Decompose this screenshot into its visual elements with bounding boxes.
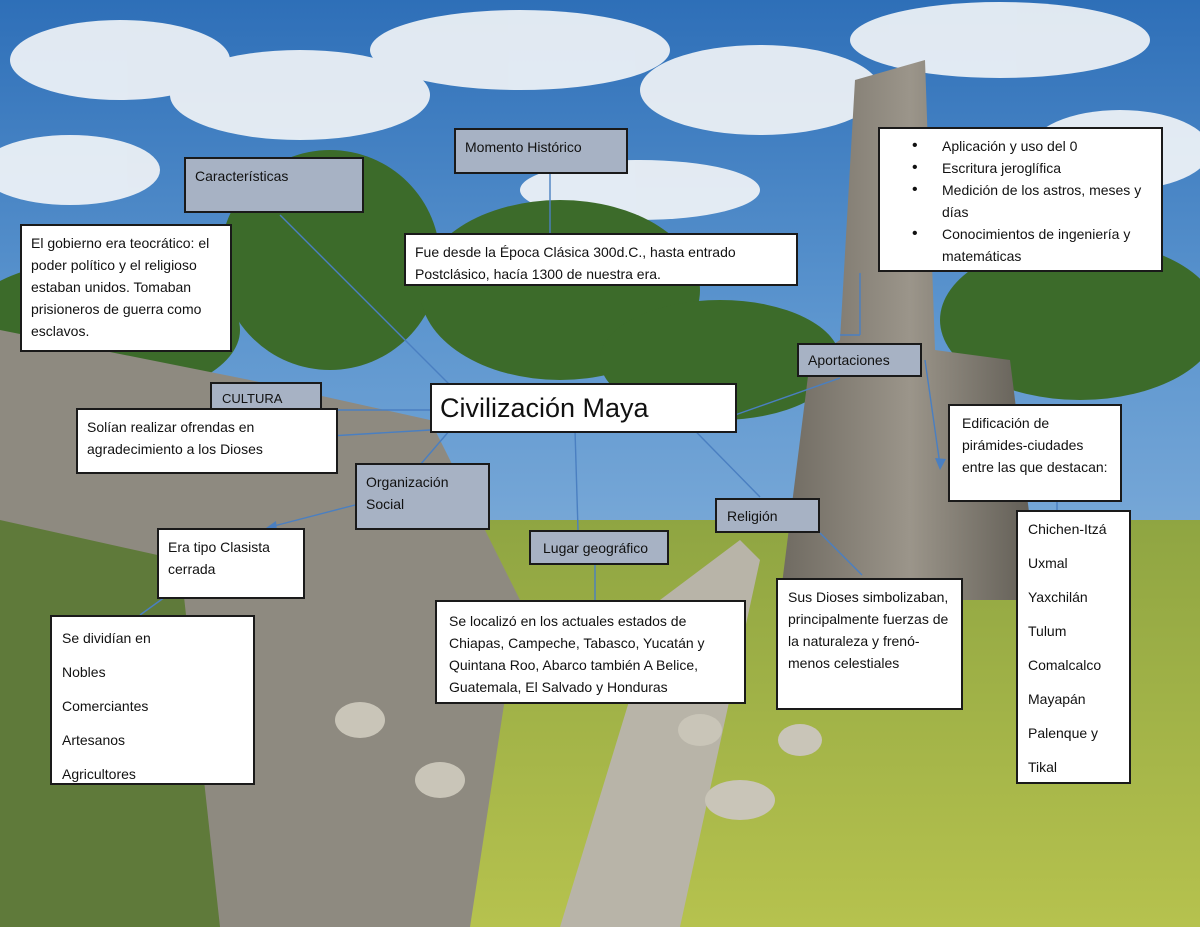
main-title: Civilización Maya <box>440 393 649 423</box>
main-title-box: Civilización Maya <box>430 383 737 433</box>
text-gobierno-content: El gobierno era teocrático: el poder pol… <box>31 235 210 339</box>
header-organizacion-label: Organización Social <box>366 474 449 512</box>
ciudades-list-box: Chichen-Itzá Uxmal Yaxchilán Tulum Comal… <box>1016 510 1131 784</box>
text-gobierno: El gobierno era teocrático: el poder pol… <box>20 224 232 352</box>
list-item: Se dividían en <box>62 630 151 646</box>
list-item: Nobles <box>62 664 106 680</box>
aportaciones-list-box: Aplicación y uso del 0 Escritura jeroglí… <box>878 127 1163 272</box>
list-item: Tikal <box>1028 759 1058 775</box>
text-clasista-content: Era tipo Clasista cerrada <box>168 539 270 577</box>
text-momento: Fue desde la Época Clásica 300d.C., hast… <box>404 233 798 286</box>
text-ofrendas-content: Solían realizar ofrendas en agradecimien… <box>87 419 263 457</box>
header-momento-historico: Momento Histórico <box>454 128 628 174</box>
header-caracteristicas-label: Características <box>195 168 289 184</box>
list-item: Comerciantes <box>62 698 149 714</box>
clases-list: Se dividían en Nobles Comerciantes Artes… <box>52 617 253 795</box>
clases-list-box: Se dividían en Nobles Comerciantes Artes… <box>50 615 255 785</box>
aportaciones-list: Aplicación y uso del 0 Escritura jeroglí… <box>880 129 1161 271</box>
text-edificacion: Edificación de pirámides-ciudades entre … <box>948 404 1122 502</box>
text-lugar-content: Se localizó en los actuales estados de C… <box>449 613 705 695</box>
list-item: Chichen-Itzá <box>1028 521 1107 537</box>
header-lugar-label: Lugar geográfico <box>543 540 649 556</box>
header-religion-label: Religión <box>727 508 778 524</box>
header-religion: Religión <box>715 498 820 533</box>
list-item: Uxmal <box>1028 555 1068 571</box>
list-item: Yaxchilán <box>1028 589 1088 605</box>
header-cultura: CULTURA <box>210 382 322 412</box>
text-edificacion-content: Edificación de pirámides-ciudades entre … <box>962 415 1108 475</box>
list-item: Artesanos <box>62 732 126 748</box>
list-item: Medición de los astros, meses y días <box>912 179 1153 223</box>
text-lugar: Se localizó en los actuales estados de C… <box>435 600 746 704</box>
text-clasista: Era tipo Clasista cerrada <box>157 528 305 599</box>
ciudades-list: Chichen-Itzá Uxmal Yaxchilán Tulum Comal… <box>1018 512 1129 784</box>
list-item: Aplicación y uso del 0 <box>912 135 1153 157</box>
list-item: Palenque y <box>1028 725 1099 741</box>
text-ofrendas: Solían realizar ofrendas en agradecimien… <box>76 408 338 474</box>
list-item: Tulum <box>1028 623 1067 639</box>
header-cultura-label: CULTURA <box>222 391 283 406</box>
header-aportaciones: Aportaciones <box>797 343 922 377</box>
header-aportaciones-label: Aportaciones <box>808 352 890 368</box>
text-religion: Sus Dioses simbolizaban, principalmente … <box>776 578 963 710</box>
list-item: Agricultores <box>62 766 136 782</box>
list-item: Mayapán <box>1028 691 1086 707</box>
list-item: Comalcalco <box>1028 657 1102 673</box>
list-item: Conocimientos de ingeniería y matemática… <box>912 223 1153 267</box>
header-organizacion-social: Organización Social <box>355 463 490 530</box>
text-religion-content: Sus Dioses simbolizaban, principalmente … <box>788 589 949 671</box>
text-momento-content: Fue desde la Época Clásica 300d.C., hast… <box>415 244 736 282</box>
header-caracteristicas: Características <box>184 157 364 213</box>
header-momento-label: Momento Histórico <box>465 139 582 155</box>
header-lugar-geografico: Lugar geográfico <box>529 530 669 565</box>
list-item: Escritura jeroglífica <box>912 157 1153 179</box>
